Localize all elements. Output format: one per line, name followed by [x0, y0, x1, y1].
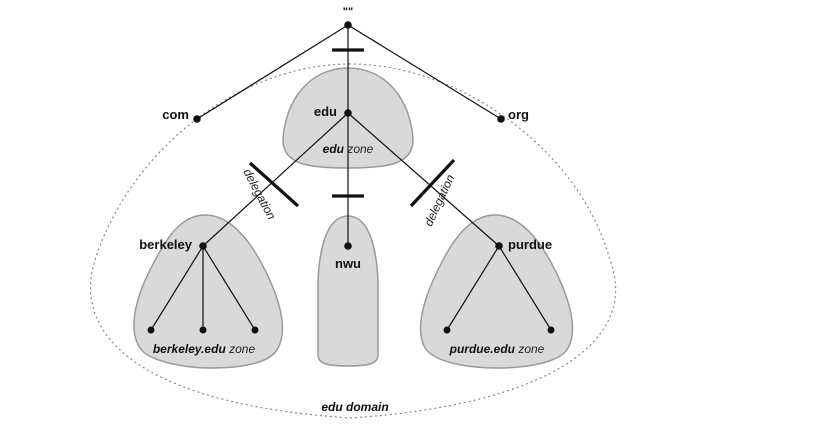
- node-berkeley: [199, 242, 207, 250]
- label-berkeley: berkeley: [139, 237, 193, 252]
- link-root-org: [347, 24, 502, 120]
- link-edu-berkeley: [202, 112, 349, 247]
- label-org: org: [508, 107, 529, 122]
- label-root: "": [343, 6, 353, 18]
- label-edu-domain: edu domain: [321, 400, 388, 414]
- link-edu-purdue: [347, 112, 500, 247]
- node-berkeley-child-2: [199, 326, 207, 334]
- label-berkeley-zone: berkeley.edu zone: [153, 342, 256, 356]
- link-berkeley-child-3: [202, 245, 256, 331]
- node-purdue-child-2: [547, 326, 555, 334]
- label-edu-zone: edu zone: [323, 142, 374, 156]
- berkeley-zone-shape: [133, 214, 284, 369]
- label-purdue-zone: purdue.edu zone: [449, 342, 545, 356]
- link-root-com: [196, 24, 349, 120]
- link-purdue-child-1: [446, 245, 500, 331]
- label-delegation-right: delegation: [421, 172, 457, 228]
- node-purdue: [495, 242, 503, 250]
- node-com: [193, 115, 201, 123]
- purdue-zone-shape: [419, 214, 574, 369]
- label-edu: edu: [314, 104, 337, 119]
- zone-cut-edu-purdue: [409, 158, 456, 208]
- label-delegation-left: delegation: [240, 166, 279, 222]
- link-berkeley-child-1: [150, 245, 204, 331]
- node-nwu: [344, 242, 352, 250]
- zone-cut-edu-berkeley: [248, 161, 300, 208]
- node-purdue-child-1: [443, 326, 451, 334]
- nwu-zone-shape: [317, 215, 379, 367]
- node-berkeley-child-3: [251, 326, 259, 334]
- edu-domain-outline: [90, 63, 617, 419]
- node-berkeley-child-1: [147, 326, 155, 334]
- node-root: [344, 21, 352, 29]
- label-com: com: [162, 107, 189, 122]
- link-purdue-child-2: [498, 245, 552, 331]
- node-org: [497, 115, 505, 123]
- label-purdue: purdue: [508, 237, 552, 252]
- label-nwu: nwu: [335, 256, 361, 271]
- node-edu: [344, 109, 352, 117]
